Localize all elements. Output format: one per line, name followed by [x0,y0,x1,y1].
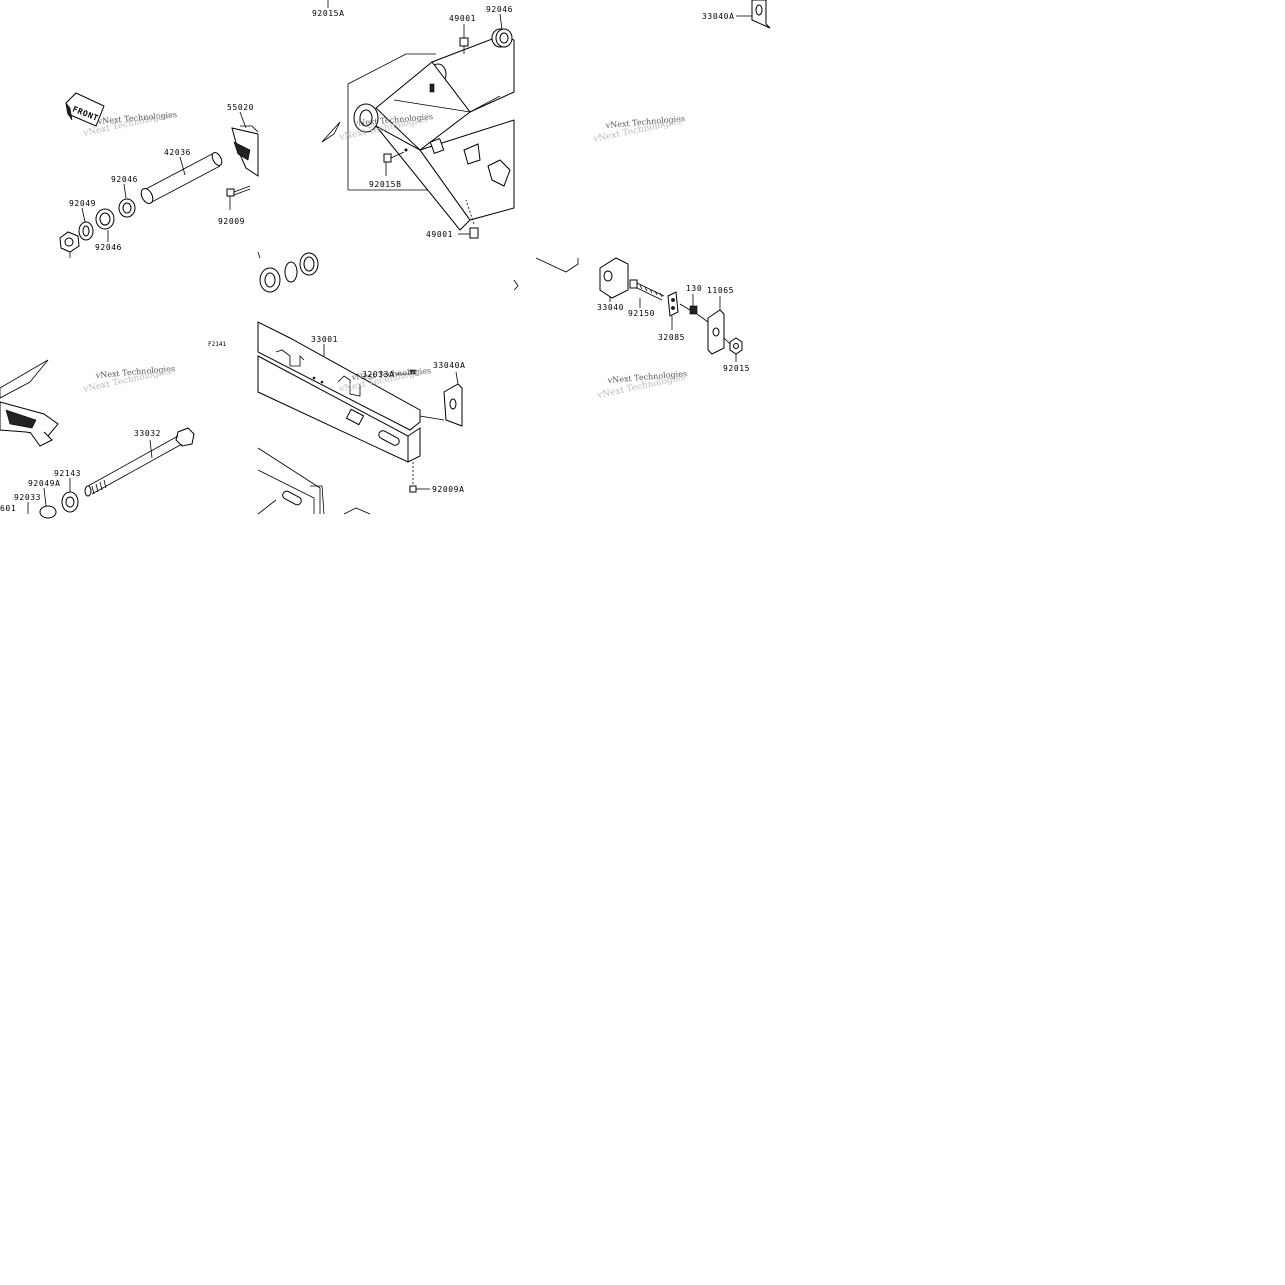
nut-92015 [723,337,743,362]
collar-92143 [61,478,79,513]
bearing-92046-a [118,198,136,218]
part-label: 33040A [702,12,735,21]
front-arrow-icon: FRONT [65,92,105,127]
grease-nipple-49001-bottom [458,199,479,239]
grease-nipple-49001-top [459,24,469,54]
part-label: 92049 [69,199,96,208]
part-label: 92049A [28,479,61,488]
part-label: 92033 [14,493,41,502]
part-label: 33001 [311,335,338,344]
seal-92049a [39,487,57,519]
bolt-92009a [409,462,430,493]
part-label: 32033A [362,370,395,379]
bolt-130 [679,294,698,315]
bearing-set [257,251,319,293]
part-label: 42036 [164,148,191,157]
bearing-92046-b [95,208,115,230]
part-label: 92009 [218,217,245,226]
part-label: 92046 [111,175,138,184]
bolt-92150 [629,279,665,308]
part-label: 92015 [723,364,750,373]
tile-axle: F2141 vNext Technologi [0,341,226,519]
part-label: 33040 [597,303,624,312]
figure-code: F2141 [208,341,226,348]
tile-swingarm-pivot: FRONT vNext Technologies vNext Technolog… [59,92,259,258]
bolt-92015b [383,148,408,176]
part-label: 92015B [369,180,402,189]
tile-chain-adjuster-top: 33040A vNext Technologies vNext Technolo… [592,0,771,145]
tile-chain-adjuster: vNext Technologies vNext Technologies 33… [513,257,750,401]
part-label: 92046 [95,243,122,252]
part-label: 33032 [134,429,161,438]
tile-swingarm-assembly: 92015A [312,0,515,239]
part-label: 11065 [707,286,734,295]
pivot-shaft [140,152,223,204]
part-label: 92143 [54,469,81,478]
tile-rear-frame: vNext Technologies vNext Technologies 33… [257,251,466,515]
swingarm-body [353,35,515,231]
part-label: 92150 [628,309,655,318]
part-label: 49001 [449,14,476,23]
part-label: 33040A [433,361,466,370]
part-label: 130 [686,284,702,293]
bracket-33040a [419,371,463,427]
part-label: 55020 [227,103,254,112]
part-label: 601 [0,504,16,513]
bracket-11065 [696,296,725,355]
adjuster-block-33040 [599,257,629,302]
swingarm-end [231,125,259,177]
seal-92049 [78,221,94,241]
part-label: 92046 [486,5,513,14]
swingarm-rear [0,359,59,447]
nut-icon [59,231,80,258]
part-label: 49001 [426,230,453,239]
part-label: 92009A [432,485,465,494]
bolt-92009 [226,185,251,210]
axle-33032 [84,427,195,497]
part-label: 32085 [658,333,685,342]
plate-32085 [667,291,679,330]
bush-92046-top [491,13,513,48]
part-label: 92015A [312,9,345,18]
screw-32033a [396,369,417,375]
frame-member [257,321,421,463]
